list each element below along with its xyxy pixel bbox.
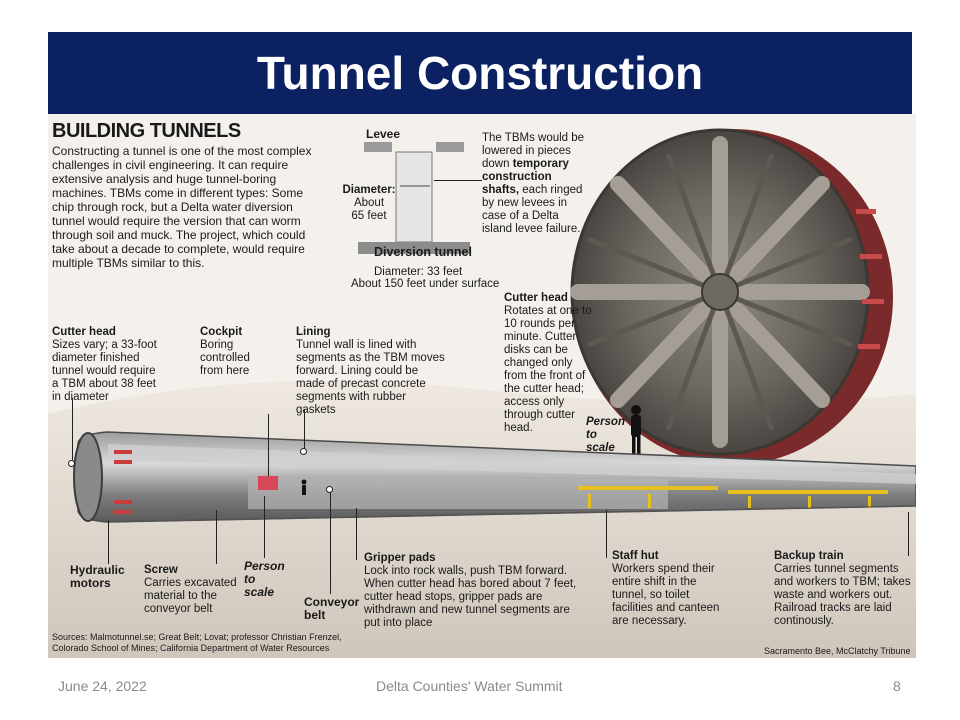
- slide-title: Tunnel Construction: [256, 47, 704, 99]
- screw-callout: Screw Carries excavated material to the …: [144, 564, 240, 616]
- levee-left: [364, 142, 392, 152]
- page-number: 8: [893, 678, 901, 694]
- lining-dot: [300, 448, 307, 455]
- cockpit-callout: Cockpit Boring controlled from here: [200, 326, 270, 378]
- diversion-tunnel-bar: [358, 242, 470, 254]
- shaft-leader: [434, 180, 482, 181]
- backup-train-leader: [908, 512, 909, 556]
- backup-train-title: Backup train: [774, 550, 844, 562]
- cutter-head-wheel: [570, 128, 893, 465]
- cutter-head-left-text: Sizes vary; a 33-foot diameter finished …: [52, 339, 157, 403]
- staff-hut-leader: [606, 510, 607, 558]
- screw-leader: [216, 510, 217, 564]
- hydraulic-leader: [108, 520, 109, 564]
- lining-callout: Lining Tunnel wall is lined with segment…: [296, 326, 446, 417]
- screw-title: Screw: [144, 564, 178, 576]
- staff-hut-title: Staff hut: [612, 550, 659, 562]
- hydraulic-motors-label: Hydraulic motors: [70, 563, 125, 590]
- cutter-head-left-title: Cutter head: [52, 326, 116, 338]
- shafts-bold: temporary construction shafts,: [482, 158, 569, 196]
- backup-train-text: Carries tunnel segments and workers to T…: [774, 563, 911, 627]
- cockpit-leader: [268, 414, 269, 476]
- cutter-head-right-title: Cutter head: [504, 292, 568, 304]
- diversion-tunnel-title: Diversion tunnel: [374, 245, 472, 259]
- cutter-head-left-leader: [72, 398, 73, 464]
- diversion-depth: About 150 feet under surface: [351, 278, 500, 290]
- diameter-label-text: Diameter:: [342, 184, 396, 196]
- diameter-value-2: 65 feet: [351, 210, 387, 222]
- conveyor-dot: [326, 486, 333, 493]
- diameter-value: About: [353, 197, 385, 209]
- cutter-head-left-dot: [68, 460, 75, 467]
- tbm-tube: [73, 431, 916, 523]
- cutter-head-left-callout: Cutter head Sizes vary; a 33-foot diamet…: [52, 326, 162, 404]
- tunnel-illustration: [48, 128, 916, 658]
- person-to-scale-left: Person to scale: [244, 559, 285, 599]
- shafts-note: The TBMs would be lowered in pieces down…: [482, 132, 590, 236]
- levee-right: [436, 142, 464, 152]
- staff-hut-text: Workers spend their entire shift in the …: [612, 563, 720, 627]
- diameter-label: Diameter: About 65 feet: [341, 184, 397, 223]
- gripper-title: Gripper pads: [364, 552, 436, 564]
- cutter-head-right-callout: Cutter head Rotates at one to 10 rounds …: [504, 292, 594, 435]
- backup-train-callout: Backup train Carries tunnel segments and…: [774, 550, 916, 628]
- footer-center: Delta Counties' Water Summit: [376, 678, 563, 694]
- gripper-text: Lock into rock walls, push TBM forward. …: [364, 565, 577, 629]
- conveyor-belt-label: Conveyor belt: [304, 595, 360, 622]
- screw-text: Carries excavated material to the convey…: [144, 577, 237, 615]
- infographic-heading: BUILDING TUNNELS: [52, 120, 241, 142]
- shafts-pre: The TBMs would be lowered in pieces down: [482, 132, 585, 170]
- gripper-leader: [356, 508, 357, 560]
- slide-title-bar: Tunnel Construction: [48, 32, 912, 114]
- conveyor-leader: [330, 490, 331, 594]
- cockpit-text: Boring controlled from here: [200, 339, 250, 377]
- cockpit-title: Cockpit: [200, 326, 243, 338]
- levee-label: Levee: [366, 127, 401, 141]
- credit: Sacramento Bee, McClatchy Tribune: [764, 646, 911, 656]
- cutter-head-right-text: Rotates at one to 10 rounds per minute. …: [504, 305, 592, 434]
- gripper-callout: Gripper pads Lock into rock walls, push …: [364, 552, 584, 630]
- person-to-scale-right: Person to scale: [586, 416, 625, 454]
- tunnel-infographic: BUILDING TUNNELS Constructing a tunnel i…: [48, 114, 916, 658]
- shaft: [395, 151, 433, 243]
- lining-text: Tunnel wall is lined with segments as th…: [296, 339, 445, 416]
- diversion-diameter: Diameter: 33 feet: [374, 266, 463, 278]
- shafts-post: each ringed by new levees in case of a D…: [482, 184, 583, 235]
- person-left-leader: [264, 496, 265, 558]
- infographic-intro: Constructing a tunnel is one of the most…: [52, 144, 312, 270]
- lining-title: Lining: [296, 326, 331, 338]
- staff-hut-callout: Staff hut Workers spend their entire shi…: [612, 550, 728, 628]
- footer-date: June 24, 2022: [58, 678, 147, 694]
- lining-leader: [304, 410, 305, 450]
- sources: Sources: Malmotunnel.se; Great Belt; Lov…: [52, 632, 342, 653]
- person-silhouette-right: [631, 405, 641, 454]
